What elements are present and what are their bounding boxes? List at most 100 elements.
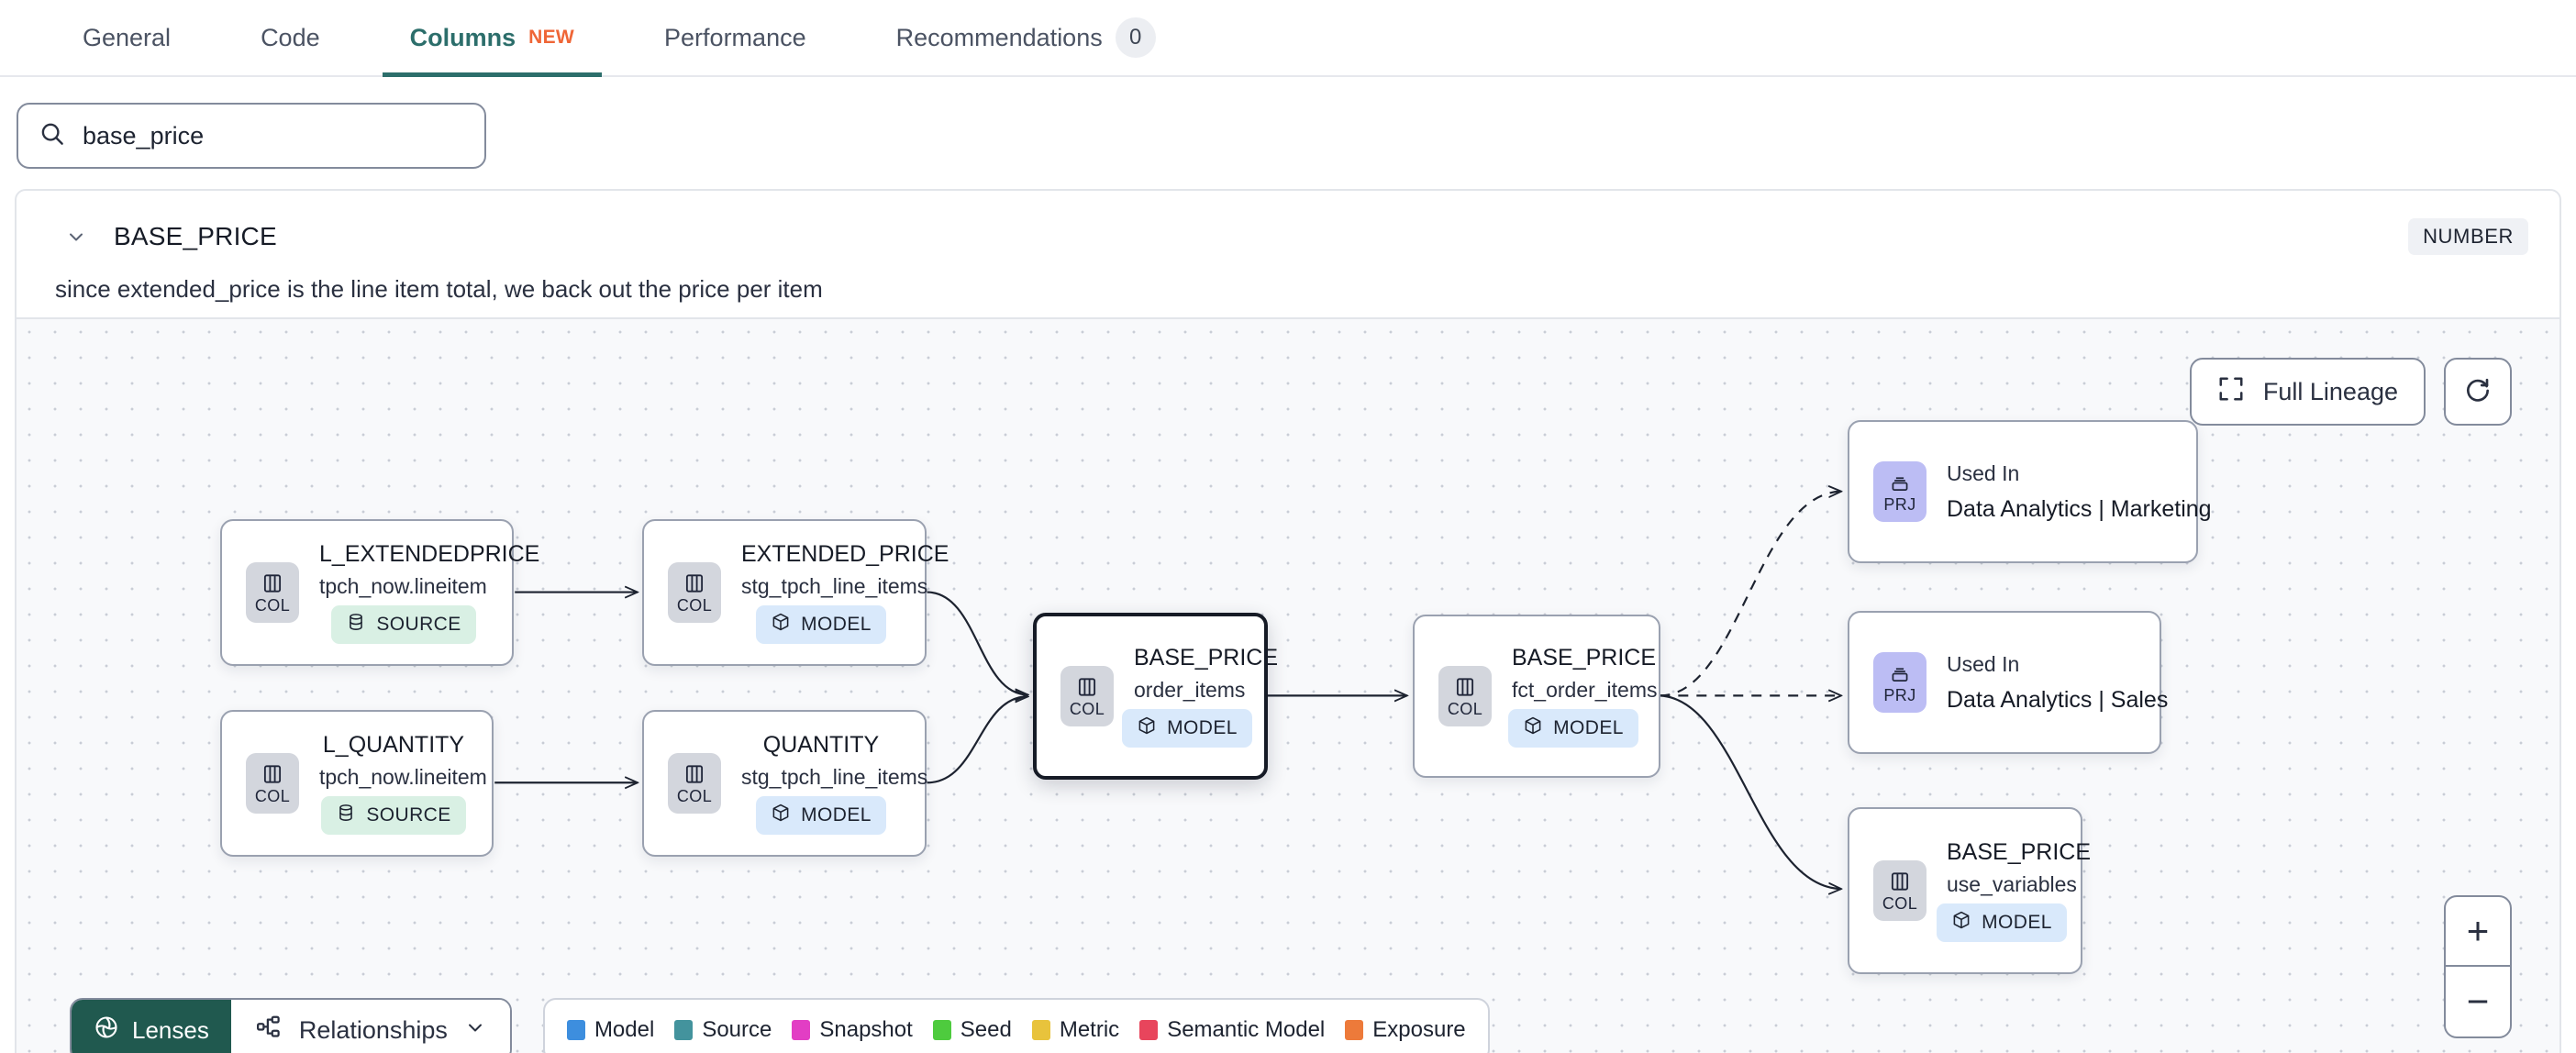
- legend-swatch: [1345, 1020, 1364, 1040]
- legend-item[interactable]: Metric: [1031, 1017, 1120, 1043]
- cube-icon: [771, 612, 791, 637]
- tab-general[interactable]: General: [55, 0, 198, 75]
- legend-item[interactable]: Model: [566, 1017, 655, 1043]
- legend-label: Model: [594, 1017, 655, 1042]
- materialization-badge: MODEL: [756, 605, 886, 644]
- lineage-edge: [1660, 492, 1841, 697]
- node-icon-label: COL: [254, 787, 291, 805]
- canvas-bottom-bar: Lenses Relationships: [70, 998, 1490, 1053]
- materialization-badge: SOURCE: [331, 605, 476, 644]
- lenses-button[interactable]: Lenses: [72, 1000, 231, 1053]
- tab-columns[interactable]: Columns NEW: [382, 0, 603, 77]
- full-lineage-button[interactable]: Full Lineage: [2189, 358, 2426, 426]
- legend-item[interactable]: Exposure: [1345, 1017, 1466, 1043]
- materialization-label: MODEL: [1553, 717, 1624, 738]
- column-icon: COL: [1873, 860, 1926, 921]
- lineage-canvas[interactable]: COL L_EXTENDEDPRICE tpch_now.lineitem SOUR…: [17, 317, 2559, 1053]
- materialization-label: MODEL: [801, 804, 872, 826]
- project-used-in-label: Used In: [1947, 460, 2020, 485]
- tab-label: Performance: [664, 23, 806, 51]
- refresh-button[interactable]: [2444, 358, 2512, 426]
- legend-label: Seed: [960, 1017, 1012, 1042]
- relationships-dropdown[interactable]: Relationships: [230, 1000, 510, 1053]
- node-subtitle: tpch_now.lineitem: [319, 765, 487, 789]
- legend-swatch: [1139, 1020, 1159, 1040]
- lenses-label: Lenses: [132, 1015, 209, 1044]
- legend-item[interactable]: Source: [674, 1017, 772, 1043]
- node-subtitle: use_variables: [1947, 872, 2077, 896]
- cube-icon: [771, 803, 791, 828]
- zoom-in-button[interactable]: +: [2446, 897, 2510, 967]
- column-icon: COL: [1438, 666, 1492, 726]
- legend-item[interactable]: Semantic Model: [1139, 1017, 1325, 1043]
- project-name: Data Analytics | Sales: [1947, 686, 2169, 713]
- lineage-edges: [494, 319, 2559, 1053]
- column-node-body: L_EXTENDEDPRICE tpch_now.lineitem SOURCE: [319, 541, 540, 644]
- node-title: L_QUANTITY: [322, 732, 465, 758]
- tab-code[interactable]: Code: [233, 0, 348, 75]
- tab-new-badge: NEW: [528, 27, 575, 48]
- relationships-label: Relationships: [298, 1015, 448, 1044]
- materialization-badge: MODEL: [1122, 709, 1252, 748]
- page-title: BASE_PRICE: [114, 222, 277, 250]
- lineage-node[interactable]: PRJ Used In Data Analytics | Sales: [1848, 611, 2168, 754]
- column-icon: COL: [246, 562, 299, 623]
- node-subtitle: tpch_now.lineitem: [319, 574, 487, 598]
- column-node-body: L_QUANTITY tpch_now.lineitem SOURCE: [319, 732, 487, 835]
- cube-icon: [1523, 715, 1543, 741]
- node-icon-label: COL: [1069, 700, 1105, 718]
- lineage-node[interactable]: COL L_EXTENDEDPRICE tpch_now.lineitem SOUR…: [220, 519, 540, 666]
- tab-label: Columns: [409, 23, 516, 51]
- tab-performance[interactable]: Performance: [637, 0, 834, 75]
- search-input[interactable]: [83, 121, 464, 150]
- search-box[interactable]: [17, 103, 486, 169]
- column-header: BASE_PRICE NUMBER: [17, 191, 2559, 255]
- node-title: BASE_PRICE: [1947, 839, 2092, 865]
- tab-bar: General Code Columns NEW Performance Rec…: [0, 0, 2576, 77]
- node-icon-label: COL: [676, 787, 713, 805]
- node-icon-label: PRJ: [1883, 495, 1916, 514]
- recommendations-count-badge: 0: [1115, 17, 1156, 58]
- zoom-out-button[interactable]: −: [2466, 980, 2490, 1023]
- materialization-label: SOURCE: [366, 804, 451, 826]
- node-title: EXTENDED_PRICE: [741, 541, 949, 567]
- cube-icon: [1137, 715, 1157, 741]
- node-icon-label: COL: [1882, 894, 1918, 913]
- lineage-edge: [927, 591, 1028, 695]
- materialization-badge: MODEL: [756, 796, 886, 835]
- legend-swatch: [674, 1020, 694, 1040]
- legend-label: Semantic Model: [1167, 1017, 1326, 1042]
- project-stack-icon: PRJ: [1873, 652, 1926, 713]
- legend-label: Exposure: [1372, 1017, 1466, 1042]
- lineage-edge: [927, 696, 1028, 784]
- legend-label: Metric: [1059, 1017, 1120, 1042]
- lenses-group: Lenses Relationships: [70, 998, 512, 1053]
- node-title: L_EXTENDEDPRICE: [319, 541, 540, 567]
- project-used-in-label: Used In: [1947, 651, 2020, 676]
- legend-label: Snapshot: [819, 1017, 913, 1042]
- materialization-badge: MODEL: [1508, 709, 1638, 748]
- chevron-down-icon[interactable]: [62, 223, 90, 250]
- node-icon-label: PRJ: [1883, 686, 1916, 704]
- legend-item[interactable]: Snapshot: [792, 1017, 913, 1043]
- materialization-label: SOURCE: [376, 614, 461, 635]
- lineage-node[interactable]: COL L_QUANTITY tpch_now.lineitem SOURCE: [220, 710, 494, 857]
- legend-item[interactable]: Seed: [932, 1017, 1012, 1043]
- chevron-down-icon: [464, 1016, 486, 1045]
- node-title: BASE_PRICE: [1134, 645, 1279, 671]
- node-title: QUANTITY: [762, 732, 880, 758]
- aperture-icon: [94, 1014, 119, 1047]
- tab-label: General: [83, 23, 172, 51]
- tab-recommendations[interactable]: Recommendations 0: [869, 0, 1183, 75]
- column-description: since extended_price is the line item to…: [55, 275, 823, 303]
